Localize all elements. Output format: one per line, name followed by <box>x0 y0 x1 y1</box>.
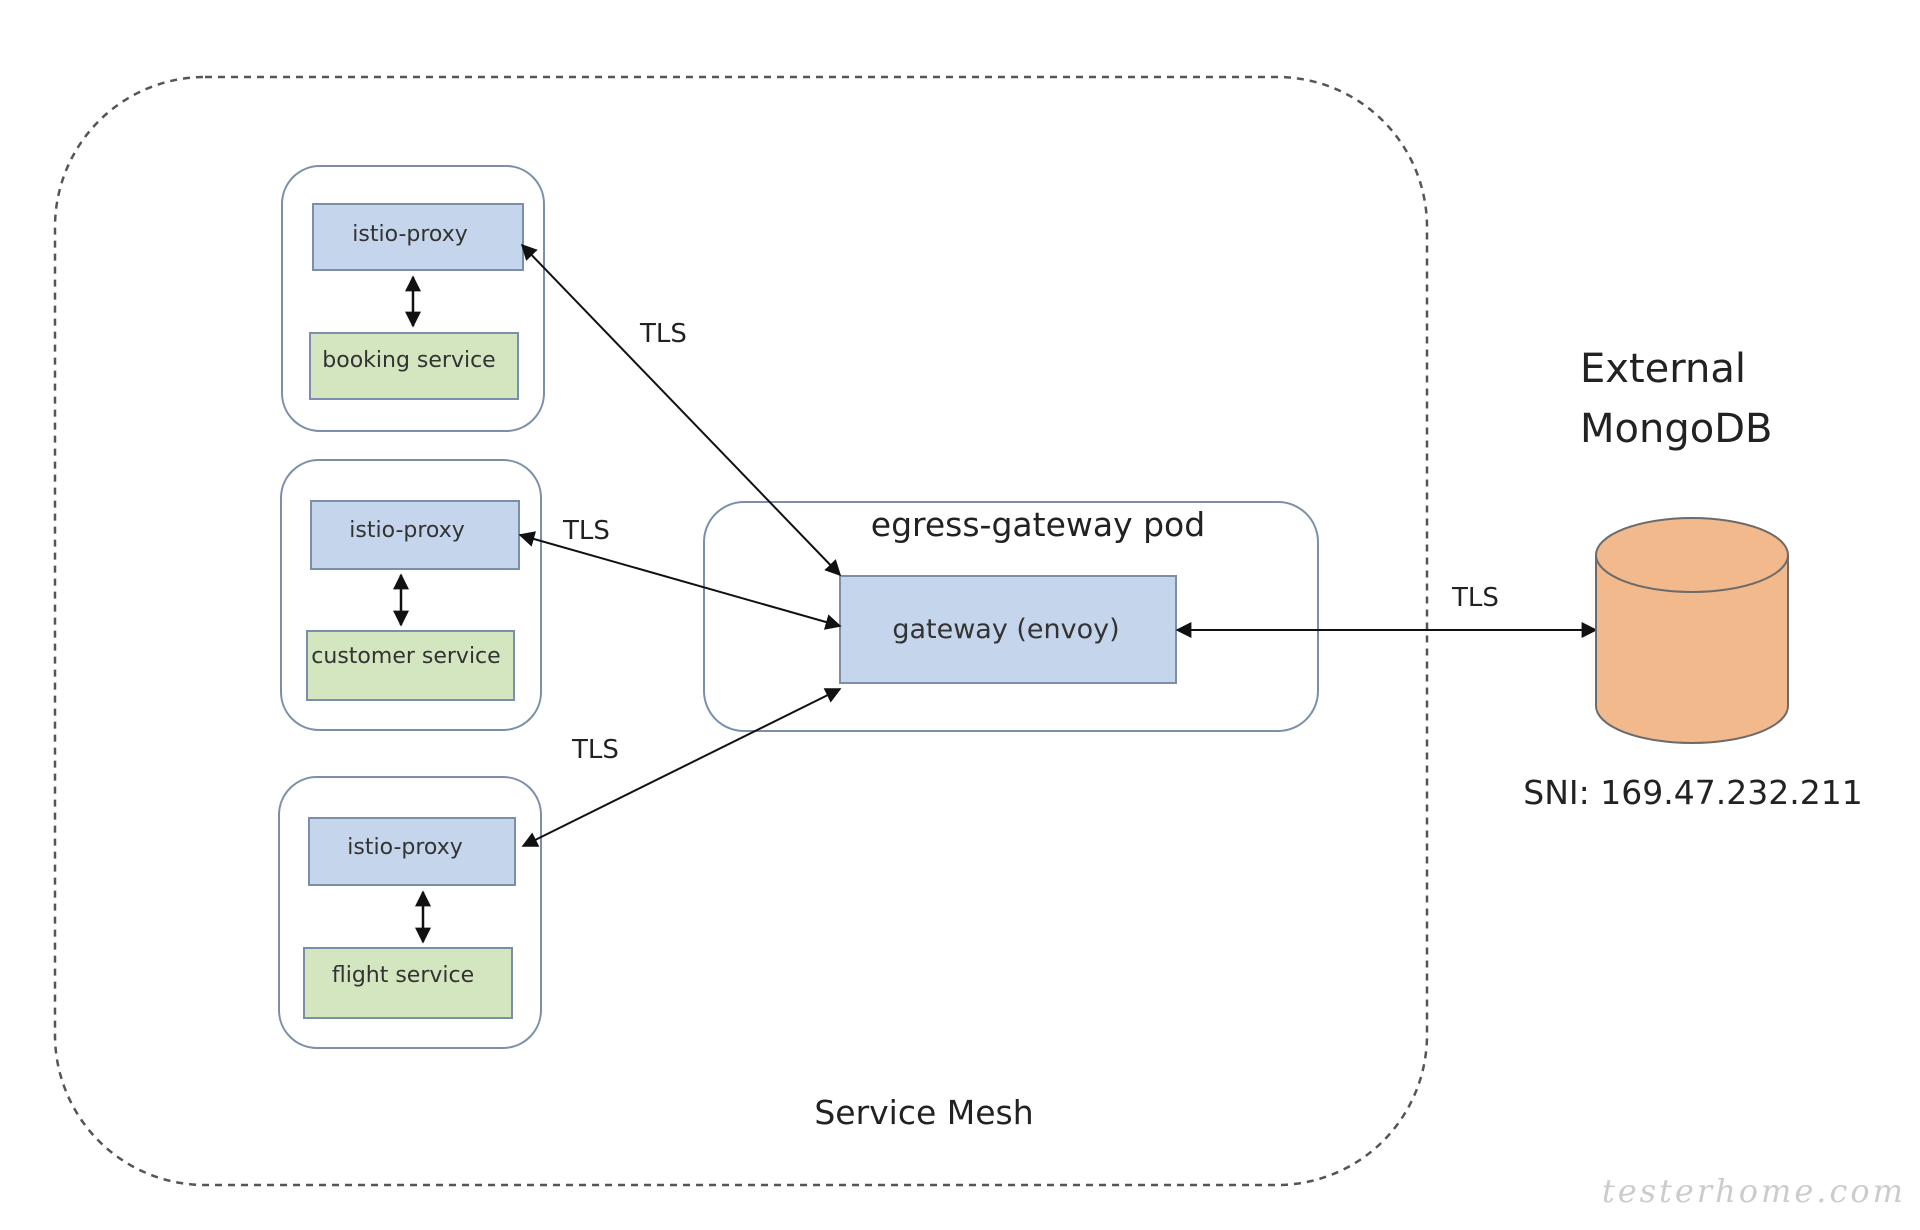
flight-tls-label: TLS <box>571 735 619 765</box>
istio-proxy-label: istio-proxy <box>352 222 467 247</box>
customer-service-box[interactable] <box>306 630 515 701</box>
booking-tls-link <box>520 243 842 577</box>
booking-service-box[interactable] <box>309 332 519 400</box>
flight-service-box[interactable] <box>303 947 513 1019</box>
customer-pod: istio-proxy customer service <box>280 459 542 731</box>
service-mesh-boundary <box>53 75 1429 1187</box>
gateway-envoy-box[interactable] <box>839 575 1177 684</box>
flight-service-label: flight service <box>332 963 474 988</box>
booking-pod: istio-proxy booking service <box>281 165 545 432</box>
booking-service-label: booking service <box>322 348 495 373</box>
customer-service-label: customer service <box>311 644 500 669</box>
service-mesh-label: Service Mesh <box>814 1093 1033 1132</box>
egress-gateway-pod: egress-gateway pod gateway (envoy) <box>703 501 1319 732</box>
mongodb-database-icon[interactable] <box>1595 517 1789 744</box>
external-mongodb-title-line2: MongoDB <box>1580 406 1772 452</box>
gateway-envoy-label: gateway (envoy) <box>892 614 1119 645</box>
external-tls-label: TLS <box>1451 583 1499 613</box>
istio-proxy-label: istio-proxy <box>347 835 462 860</box>
sni-label: SNI: 169.47.232.211 <box>1523 773 1862 812</box>
istio-proxy-box[interactable] <box>308 817 516 886</box>
flight-pod: istio-proxy flight service <box>278 776 542 1049</box>
customer-tls-label: TLS <box>562 516 610 546</box>
customer-tls-link <box>518 531 842 630</box>
external-mongodb-title-line1: External <box>1580 346 1746 392</box>
database-top <box>1595 517 1789 593</box>
database-body <box>1595 555 1789 744</box>
watermark: testerhome.com <box>1602 1172 1906 1210</box>
flight-tls-link <box>521 688 842 847</box>
booking-tls-label: TLS <box>639 319 687 349</box>
istio-proxy-label: istio-proxy <box>349 518 464 543</box>
egress-pod-label: egress-gateway pod <box>871 505 1205 544</box>
istio-proxy-box[interactable] <box>312 203 524 271</box>
